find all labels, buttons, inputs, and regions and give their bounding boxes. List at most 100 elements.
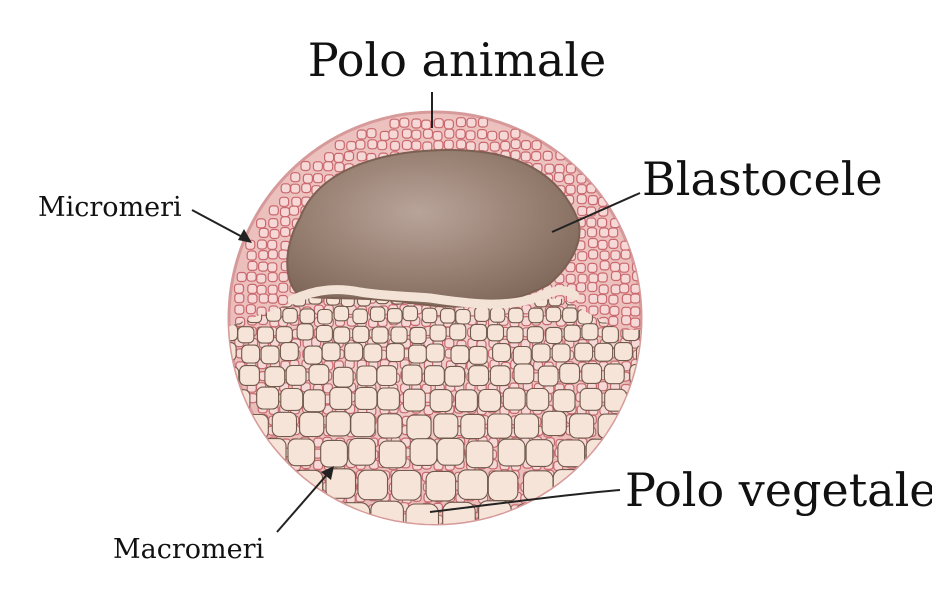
macromere-cell [492,343,512,363]
micromere-cell [444,128,455,139]
micromere-cell [256,284,267,295]
macromere-cell [489,307,506,323]
micromere-cell [610,250,621,261]
micromere-cell [619,262,630,273]
micromere-cell [489,141,500,152]
macromere-cell [551,343,571,363]
micromere-cell [565,163,577,174]
macromere-cell [308,364,330,385]
micromere-cell [268,218,279,229]
macromere-cell [230,502,264,524]
macromere-cell [333,326,351,344]
macromere-cell [229,389,251,413]
macromere-cell [229,469,260,500]
micromere-cell [280,226,291,238]
macromere-cell [279,342,299,362]
micromere-cell [433,118,444,129]
micromere-cell [278,282,289,293]
micromere-cell [399,117,410,128]
micromere-cell [564,174,575,185]
micromere-cell [576,173,587,184]
micromere-cell [377,140,388,151]
macromere-cell [302,389,326,413]
micromere-cell [598,227,610,238]
macromere-cell [406,414,432,440]
micromere-cell [388,129,399,140]
micromere-cell [576,194,587,205]
macromere-cell [320,439,348,468]
micromere-cell [343,151,355,162]
micromere-cell [597,239,608,250]
micromere-cell [520,151,531,162]
micromere-cell [235,316,246,327]
micromeres-leader [191,209,249,241]
macromere-cell [386,308,403,324]
micromere-cell [421,119,432,130]
macromere-cell [356,365,378,387]
micromere-cell [575,282,587,293]
micromere-cell [247,283,258,294]
micromere-cell [290,183,301,194]
macromere-cell [321,342,341,362]
macromere-cell [229,366,240,387]
micromere-cell [553,172,565,183]
micromere-cell [356,129,367,140]
macromere-cell [266,502,300,524]
micromere-cell [620,315,632,326]
macromere-cell [512,345,532,365]
macromere-cell [627,386,641,410]
micromere-cell [288,205,300,216]
label-blastocoel: Blastocele [642,152,883,206]
micromere-cell [620,273,631,284]
micromere-cell [366,128,377,139]
micromere-cell [256,239,268,250]
micromere-cell [565,184,576,195]
macromere-cell [478,388,502,412]
micromere-cell [510,128,521,139]
micromere-cell [267,293,278,304]
micromere-cell [247,293,258,304]
macromere-cell [256,326,275,344]
micromere-cell [379,130,390,141]
macromere-cell [465,440,494,469]
micromere-cell [236,271,247,283]
micromere-cell [246,271,257,282]
macromere-cell [385,343,405,363]
micromere-cell [234,304,245,315]
macromere-cell [457,469,489,500]
macromere-cell [363,343,383,363]
macromere-cell [508,307,524,324]
micromere-cell [444,338,455,349]
micromere-cell [258,250,269,261]
macromeres-leader [276,469,332,533]
macromere-cell [526,326,544,344]
macromere-cell [369,306,386,322]
macromere-cell [587,468,619,500]
macromere-cell [280,387,304,411]
macromere-cell [525,439,554,467]
macromere-cell [629,363,641,385]
macromere-cell [645,293,658,306]
macromere-cell [352,325,370,343]
macromere-cell [429,389,453,413]
micromere-cell [234,293,245,304]
macromere-cell [258,438,287,466]
micromere-cell [619,283,630,294]
macromere-cell [487,470,519,502]
macromere-cell [460,413,486,440]
micromere-cell [411,129,422,140]
macromere-cell [474,306,490,322]
label-macromeres: Macromeri [113,534,265,565]
micromere-cell [280,216,291,227]
micromere-cell [279,207,291,218]
micromere-cell [301,183,312,194]
micromere-cell [587,262,598,273]
macromere-cell [402,305,419,322]
micromere-cell [608,227,619,238]
macromere-cell [376,387,400,411]
micromere-cell [401,128,412,139]
macromere-cell [582,502,617,524]
micromere-cell [269,228,280,240]
macromere-cell [506,326,524,344]
cavity-rim [287,285,580,309]
